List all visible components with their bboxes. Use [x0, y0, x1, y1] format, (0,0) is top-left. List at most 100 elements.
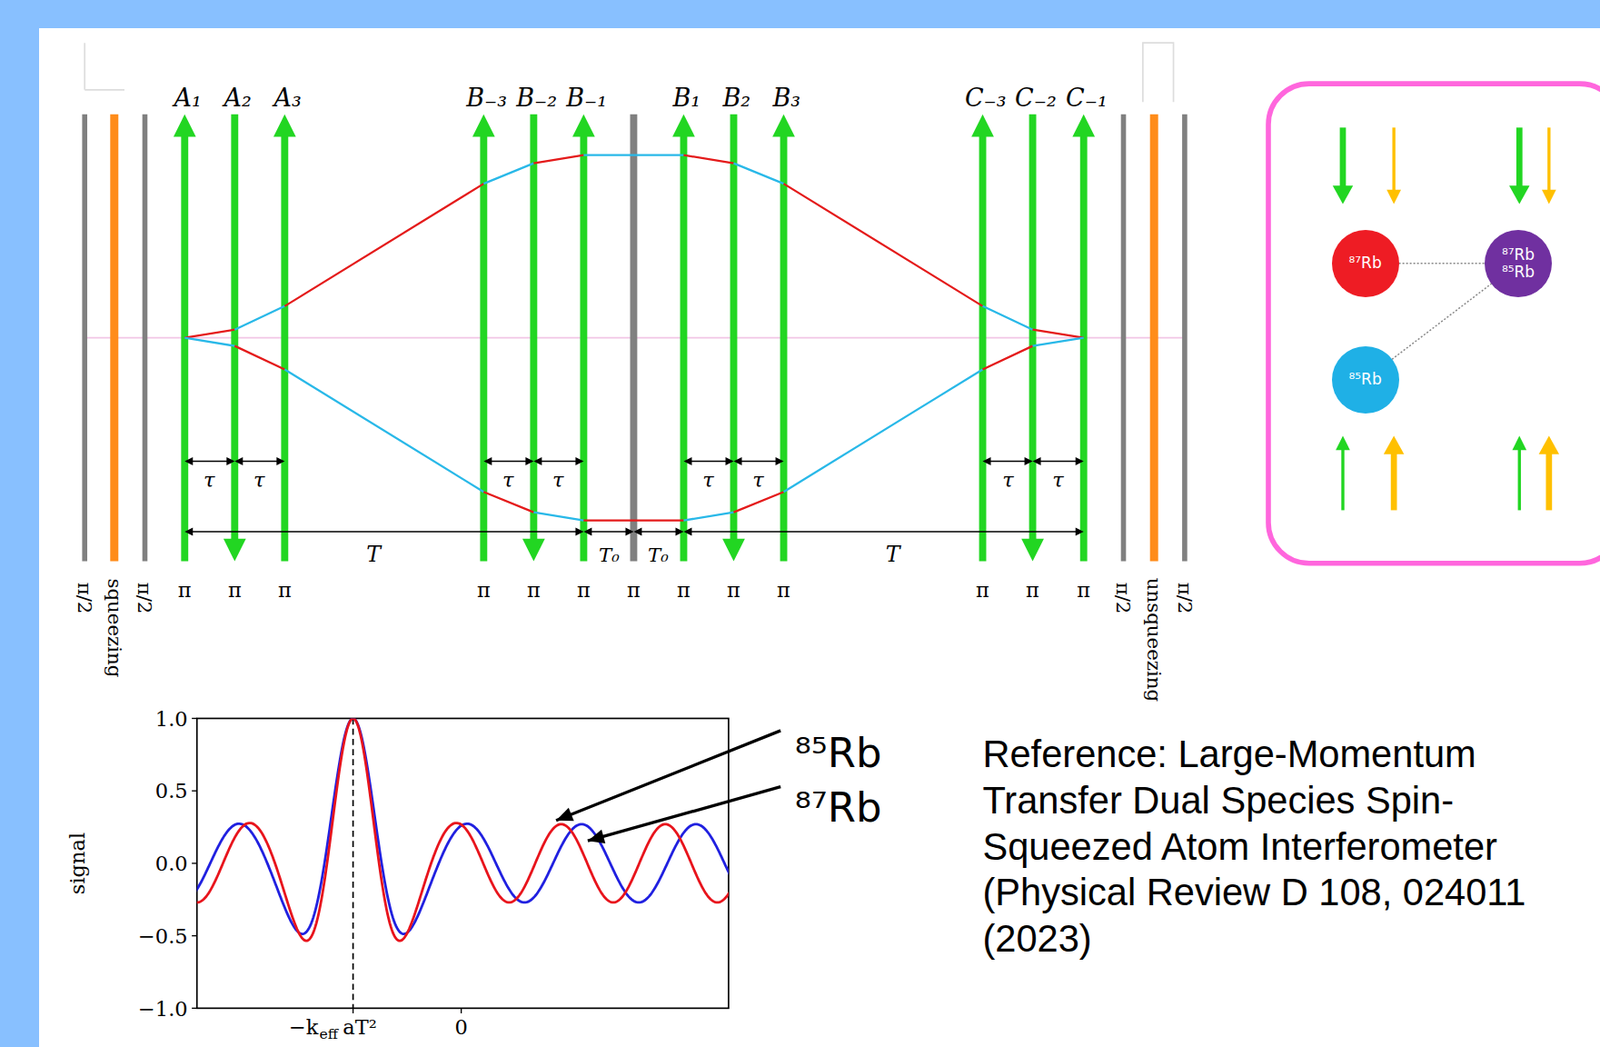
reference-note: Reference: Large-Momentum Transfer Dual … — [982, 731, 1593, 963]
beam-arrow — [1391, 450, 1398, 511]
upper-path — [284, 183, 484, 307]
upper-path — [483, 163, 534, 184]
species-circle: ⁸⁵Rb — [1331, 346, 1400, 414]
leader-head — [587, 829, 606, 844]
species-name: ⁸⁷Rb ⁸⁵Rb — [1497, 246, 1540, 280]
species-name: ⁸⁷Rb — [1348, 254, 1382, 272]
pulse-angle: π — [1025, 578, 1040, 602]
pulse-angle: π/2 — [1173, 582, 1195, 615]
tick-label: −k — [288, 1014, 319, 1038]
tick — [460, 1007, 462, 1014]
lower-path — [284, 368, 484, 492]
pulse-label: B₋₃ — [466, 84, 507, 112]
dimension-line — [984, 460, 1032, 463]
pulse-bar — [1182, 114, 1188, 562]
species-label: ⁸⁷Rb — [795, 785, 883, 831]
pulse-label: A₂ — [223, 84, 251, 112]
dashed-line — [352, 717, 355, 1008]
pulse-name: squeezing — [103, 577, 125, 677]
pi-pulse-arrow-head — [772, 114, 796, 138]
dimension-line — [1034, 460, 1083, 463]
lower-path — [733, 491, 784, 512]
pulse-bar — [1121, 114, 1127, 562]
beam-arrow-head — [1539, 435, 1560, 454]
dimension-line — [685, 460, 733, 463]
tick-label: −1.0 — [138, 996, 189, 1020]
pi-pulse-arrow — [579, 132, 587, 562]
dimension-line — [536, 460, 583, 463]
dimension-head — [683, 526, 1084, 536]
tick — [352, 1007, 354, 1014]
beam-arrow-head — [1383, 435, 1404, 454]
dimension-line — [486, 460, 533, 463]
dimension-head — [234, 457, 285, 466]
pulse-angle: π — [228, 578, 242, 602]
pi-pulse-arrow — [479, 132, 487, 562]
tick-label: 0.5 — [155, 779, 189, 803]
species-name: ⁸⁵Rb — [1348, 370, 1382, 388]
pulse-angle: π — [477, 578, 491, 602]
upper-path — [234, 306, 285, 330]
dimension-head — [633, 526, 684, 536]
leader-line — [587, 786, 781, 842]
pulse-angle: π — [975, 578, 990, 602]
upper-path — [683, 155, 734, 164]
upper-path — [1033, 329, 1084, 338]
dotted-link — [1391, 283, 1491, 359]
lower-path — [483, 491, 534, 512]
pulse-angle: π — [776, 578, 791, 602]
leader-line — [556, 730, 781, 821]
pulse-label: B₋₂ — [516, 84, 557, 112]
pulse-angle: π — [676, 578, 691, 602]
pulse-angle: π — [178, 578, 192, 602]
interval-label: τ — [1002, 467, 1014, 491]
upper-path — [533, 155, 584, 164]
tick-label: 1.0 — [155, 706, 189, 730]
beam-arrow-head — [1386, 189, 1402, 205]
dimension-head — [583, 526, 634, 536]
interval-label: τ — [253, 467, 265, 491]
dimension-line — [735, 460, 783, 463]
beam-arrow — [1340, 127, 1347, 189]
dotted-link — [1399, 262, 1485, 265]
pi-pulse-arrow — [780, 132, 788, 562]
tick — [191, 790, 198, 792]
pulse-bar — [630, 114, 638, 562]
beam-arrow-head — [1335, 435, 1351, 450]
pulse-angle: π — [278, 578, 292, 602]
dimension-line — [187, 460, 234, 463]
tick — [191, 934, 198, 936]
pulse-label: B₋₁ — [566, 84, 607, 112]
pulse-name: unsqueezing — [1142, 577, 1164, 702]
signal-curve — [197, 717, 729, 941]
interval-label: T — [366, 543, 381, 567]
beam-arrow — [1341, 447, 1344, 510]
tick — [191, 862, 198, 864]
pi-pulse-arrow-head — [223, 538, 247, 562]
lower-path — [234, 346, 285, 370]
dimension-head — [733, 457, 784, 466]
beam-arrow-head — [1541, 189, 1557, 205]
leader-head — [556, 807, 575, 822]
beam-arrow — [1518, 447, 1521, 510]
pi-pulse-arrow — [180, 132, 189, 562]
beam-arrow — [1547, 127, 1551, 193]
dimension-head — [533, 457, 584, 466]
dimension-head — [184, 526, 584, 536]
interval-label: τ — [552, 467, 564, 491]
interval-label: τ — [752, 467, 764, 491]
interval-label: τ — [702, 467, 714, 491]
interval-label: T₀ — [647, 544, 669, 566]
interval-label: τ — [203, 467, 215, 491]
lower-path — [683, 512, 734, 521]
pulse-angle: π — [576, 578, 591, 602]
lower-path — [583, 519, 684, 522]
pulse-label: C₋₃ — [964, 84, 1007, 112]
interval-label: T — [885, 543, 901, 567]
pi-pulse-arrow — [680, 132, 688, 562]
lower-path — [983, 346, 1034, 370]
upper-path — [583, 154, 684, 157]
pi-pulse-arrow-head — [971, 114, 994, 138]
tick-label: eff — [318, 1025, 338, 1042]
beam-arrow — [1545, 450, 1552, 511]
